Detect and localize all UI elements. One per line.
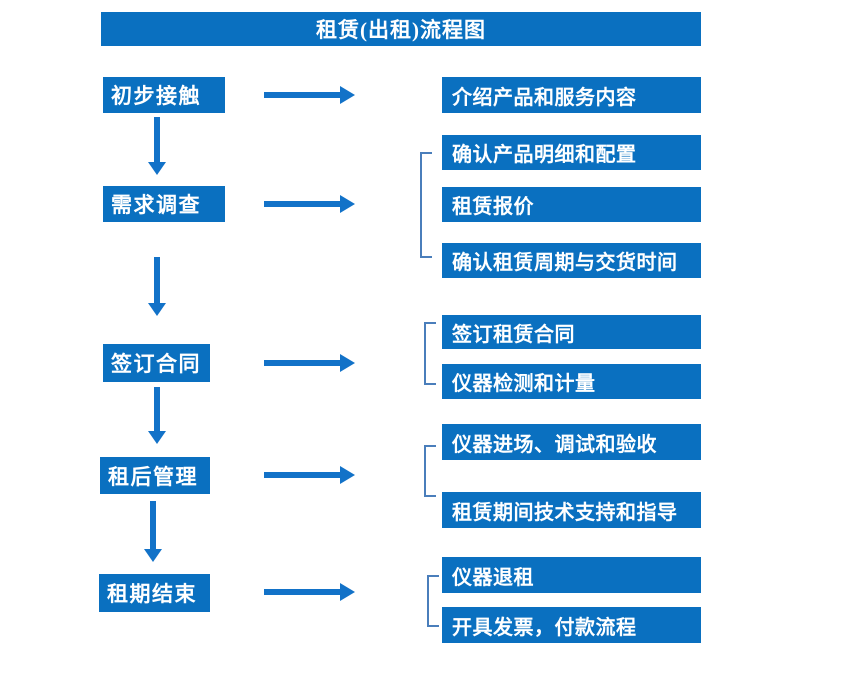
step-box-sign-contract: 签订合同	[103, 344, 210, 382]
detail-box-invoice-payment: 开具发票，付款流程	[442, 607, 701, 643]
detail-box-sign-rental-contract: 签订租赁合同	[442, 315, 701, 349]
detail-box-instrument-testing: 仪器检测和计量	[442, 364, 701, 399]
detail-box-technical-support: 租赁期间技术支持和指导	[442, 492, 701, 528]
detail-box-instrument-setup-acceptance: 仪器进场、调试和验收	[442, 424, 701, 460]
group-bracket	[427, 575, 439, 627]
group-bracket	[424, 445, 436, 497]
right-arrow-icon	[264, 354, 355, 372]
right-arrow-icon	[264, 583, 355, 601]
detail-box-introduce-products: 介绍产品和服务内容	[442, 77, 701, 113]
down-arrow-icon	[148, 117, 166, 175]
flowchart-title: 租赁(出租)流程图	[101, 12, 701, 46]
group-bracket	[420, 152, 432, 258]
detail-box-confirm-period-delivery: 确认租赁周期与交货时间	[442, 243, 701, 278]
step-box-initial-contact: 初步接触	[103, 77, 225, 113]
down-arrow-icon	[148, 257, 166, 316]
right-arrow-icon	[264, 466, 355, 484]
detail-box-rental-quote: 租赁报价	[442, 187, 701, 222]
group-bracket	[424, 322, 436, 385]
right-arrow-icon	[264, 86, 355, 104]
step-box-demand-survey: 需求调查	[103, 186, 225, 222]
right-arrow-icon	[264, 195, 355, 213]
detail-box-instrument-return: 仪器退租	[442, 557, 701, 593]
down-arrow-icon	[148, 387, 166, 444]
down-arrow-icon	[144, 501, 162, 562]
detail-box-confirm-product-config: 确认产品明细和配置	[442, 135, 701, 170]
step-box-post-rental-management: 租后管理	[100, 457, 210, 494]
step-box-rental-end: 租期结束	[99, 574, 210, 612]
